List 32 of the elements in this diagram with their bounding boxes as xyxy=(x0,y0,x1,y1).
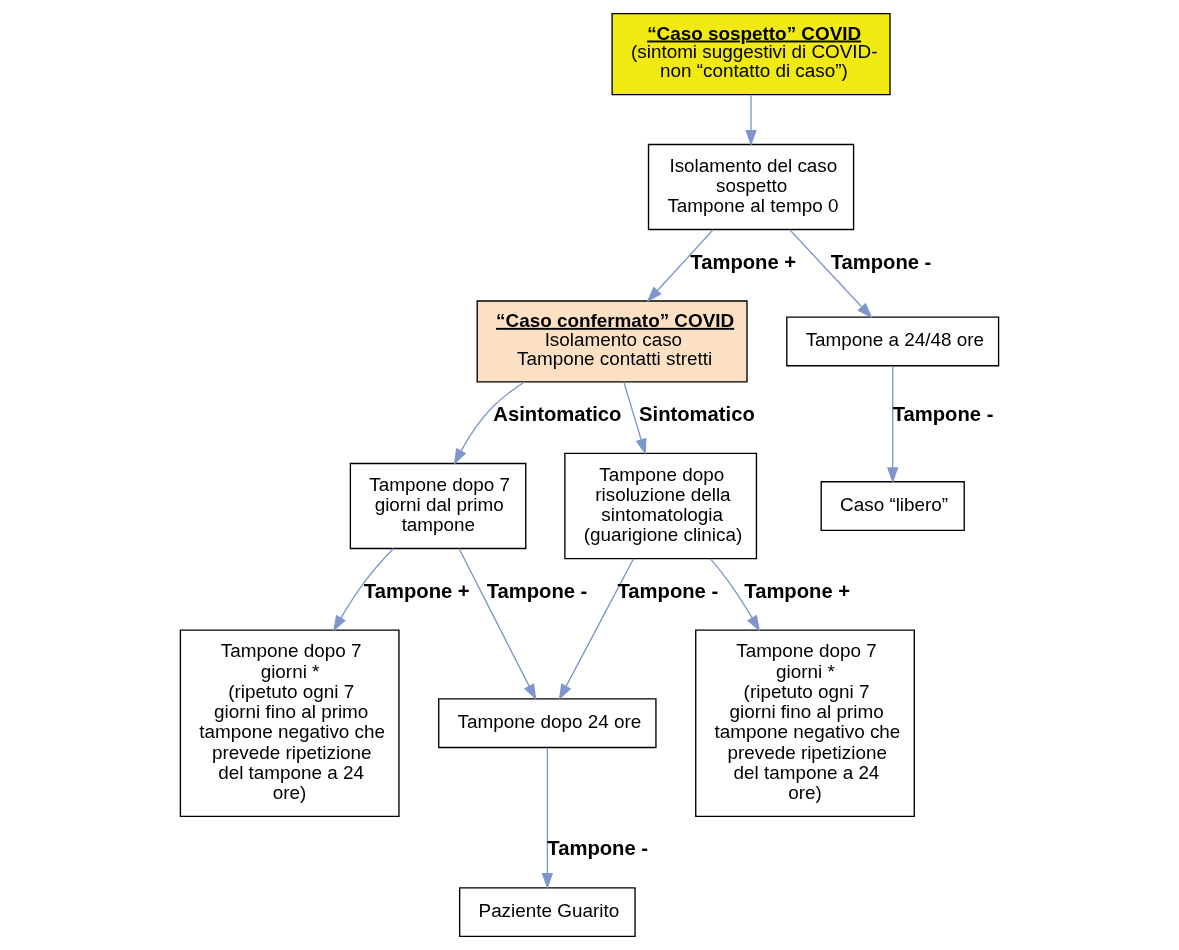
node-box: Tampone dopo 7 giorni dal primo tampone xyxy=(349,462,527,550)
node-box: Tampone dopo 24 ore xyxy=(438,698,657,749)
arrow xyxy=(646,229,714,303)
edge-label: Sintomatico xyxy=(639,403,755,426)
arrow xyxy=(887,365,899,484)
arrow xyxy=(458,548,537,701)
edge-label: Asintomatico xyxy=(493,403,622,426)
node-box: “Caso sospetto” COVID (sintomi suggestivi di COVID- non “contatto di caso”) xyxy=(611,12,891,96)
edge-label: Tampone - xyxy=(547,837,649,860)
edge-label: Tampone - xyxy=(830,250,932,273)
edge-label: Tampone + xyxy=(690,250,797,273)
node-box: Tampone a 24/48 ore xyxy=(786,316,1000,367)
node-box: Tampone dopo 7 giorni * (ripetuto ogni 7 giorni fino al primo tampone negativo che prevede ripetizione del tampone a 24 ore) xyxy=(179,629,400,817)
arrow xyxy=(709,558,761,632)
edge-label: Tampone - xyxy=(892,403,994,426)
arrow xyxy=(541,747,553,890)
edge-label: Tampone + xyxy=(744,579,851,602)
node-box: Caso “libero” xyxy=(820,481,965,531)
node-box: Paziente Guarito xyxy=(458,887,636,938)
arrow xyxy=(789,229,873,319)
arrow xyxy=(453,381,526,466)
arrow xyxy=(745,94,757,147)
node-box: “Caso confermato” COVID Isolamento caso Tampone contatti stretti xyxy=(476,300,748,383)
arrow xyxy=(332,547,395,632)
edge-label: Tampone - xyxy=(617,579,719,602)
arrow xyxy=(623,381,647,455)
edge-label: Tampone - xyxy=(486,579,588,602)
node-box: Tampone dopo risoluzione della sintomatologia (guarigione clinica) xyxy=(564,452,758,560)
arrow xyxy=(558,558,635,701)
node-box: Tampone dopo 7 giorni * (ripetuto ogni 7 giorni fino al primo tampone negativo che prevede ripetizione del tampone a 24 ore) xyxy=(695,629,915,817)
node-box: Isolamento del caso sospetto Tampone al tempo 0 xyxy=(647,143,855,231)
edge-label: Tampone + xyxy=(363,579,470,602)
